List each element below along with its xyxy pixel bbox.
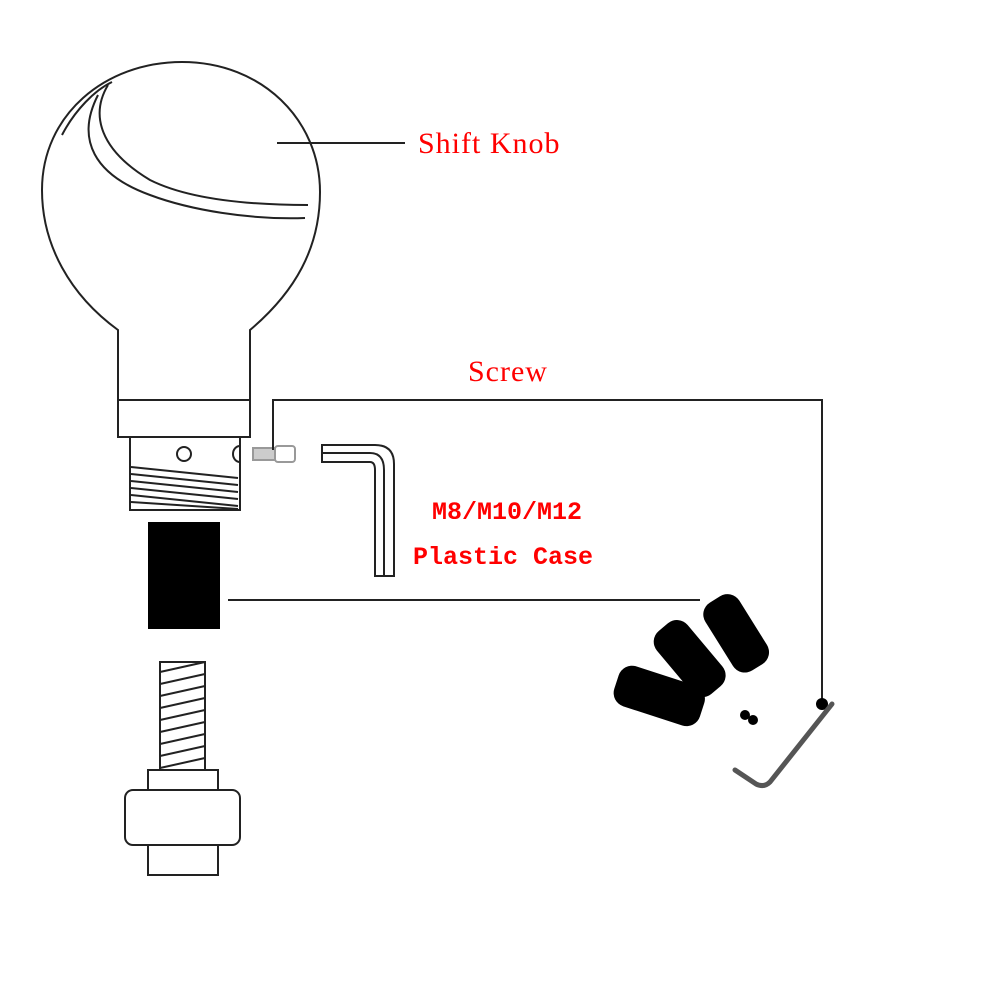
hex-key xyxy=(321,444,395,577)
threads xyxy=(130,466,239,510)
screw-shaft xyxy=(252,447,276,461)
stud-bottom xyxy=(147,844,219,876)
stud-threads xyxy=(159,661,206,769)
case-piece xyxy=(613,665,705,727)
small-hex-key xyxy=(732,701,835,789)
label-shift-knob: Shift Knob xyxy=(418,127,561,160)
small-screw xyxy=(740,710,750,720)
screw-head xyxy=(274,445,296,463)
knob-collar xyxy=(117,399,251,438)
knob-stripe xyxy=(87,94,306,220)
plastic-case xyxy=(148,522,220,629)
case-piece xyxy=(653,620,726,698)
small-screw xyxy=(748,715,758,725)
stud-nut xyxy=(147,769,219,791)
case-piece xyxy=(703,594,770,673)
label-sizes: M8/M10/M12 xyxy=(432,498,583,527)
knob-body xyxy=(40,60,322,400)
screw-leader xyxy=(272,399,823,700)
hole xyxy=(232,445,241,463)
knob-thread-base xyxy=(129,436,241,511)
stud-base xyxy=(124,789,241,846)
label-screw: Screw xyxy=(468,355,548,388)
hole xyxy=(176,446,192,462)
knob-stripe xyxy=(98,84,309,206)
label-plastic-case: Plastic Case xyxy=(413,543,594,572)
